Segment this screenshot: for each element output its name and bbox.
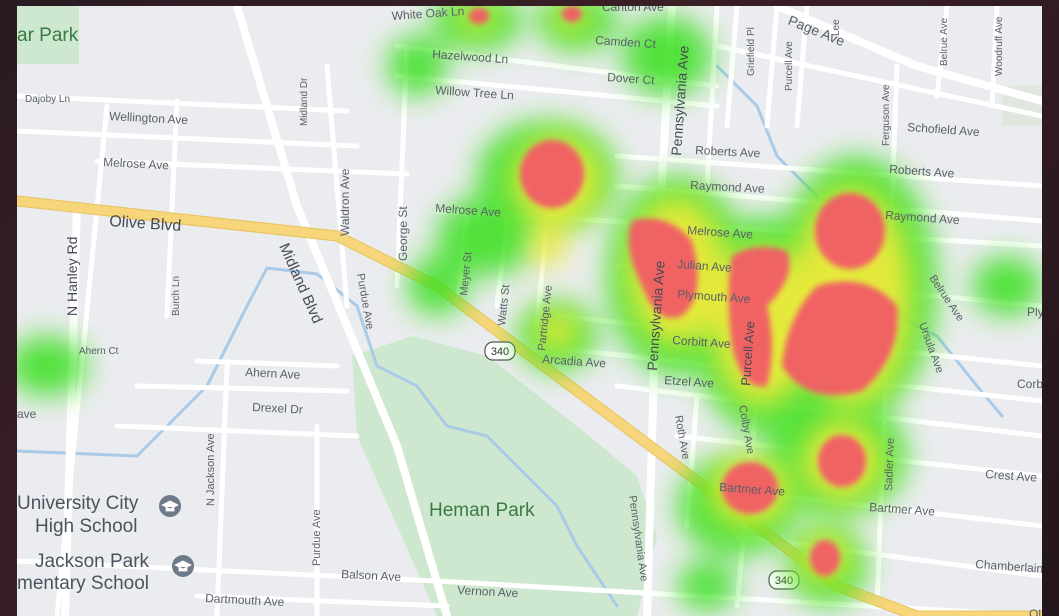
- label-melrose-ave-west: Melrose Ave: [103, 155, 170, 172]
- label-griefield-pl: Griefield Pl: [746, 27, 757, 76]
- label-george-st: George St: [396, 206, 410, 261]
- label-university-city-line2: High School: [35, 516, 137, 537]
- label-bartmer-ave-east: Bartmer Ave: [869, 500, 936, 519]
- label-watts-st: Watts St: [496, 284, 512, 326]
- label-dover-ct: Dover Ct: [607, 70, 656, 87]
- label-pennsylvania-ave-north: Pennsylvania Ave: [668, 45, 692, 156]
- label-purdue-ave-north: Purdue Ave: [354, 272, 376, 330]
- label-purcell-ave-north: Purcell Ave: [784, 41, 795, 91]
- creek-branch: [17, 449, 139, 458]
- n-hanley-rd-road: [61, 202, 81, 616]
- label-plym: Plym: [1027, 305, 1042, 319]
- label-corbitt-ave: Corbitt Ave: [672, 333, 732, 351]
- olive-blvd-road: [17, 196, 1042, 616]
- label-hazelwood-ln: Hazelwood Ln: [432, 47, 509, 66]
- label-raymond-ave-west: Raymond Ave: [690, 178, 765, 196]
- label-schofield-ave: Schofield Ave: [907, 120, 981, 139]
- label-dartmouth-ave: Dartmouth Ave: [205, 591, 285, 609]
- label-n-hanley-rd: N Hanley Rd: [64, 237, 80, 316]
- midland-blvd-road: [233, 6, 451, 616]
- page-ave-road: [773, 6, 1042, 105]
- label-jackson-park-line1: Jackson Park: [35, 551, 150, 572]
- route-340-shield: 340: [484, 341, 516, 361]
- label-ferguson-ave: Ferguson Ave: [881, 84, 892, 146]
- label-crest-ave: Crest Ave: [985, 467, 1038, 485]
- label-heman-park: Heman Park: [429, 500, 535, 521]
- poi-university-city-high-school[interactable]: University City High School: [17, 493, 181, 537]
- svg-text:340: 340: [491, 346, 509, 358]
- label-chamberlain: Chamberlain: [975, 557, 1042, 576]
- label-arcadia-ave: Arcadia Ave: [542, 352, 607, 370]
- label-sadler-ave: Sadler Ave: [883, 438, 897, 491]
- label-midland-dr: Midland Dr: [299, 77, 310, 126]
- label-ahern-ct: Ahern Ct: [79, 346, 119, 357]
- label-meyer-st: Meyer St: [458, 251, 475, 296]
- map-canvas[interactable]: 340 340: [17, 6, 1042, 616]
- label-roberts-ave-east: Roberts Ave: [889, 162, 955, 181]
- label-university-city-line1: University City: [17, 493, 139, 514]
- label-waldron-ave: Waldron Ave: [338, 168, 352, 236]
- label-dajoby-ln: Dajoby Ln: [25, 94, 70, 105]
- label-park-top-left: ar Park: [17, 25, 79, 46]
- label-plymouth-ave: Plymouth Ave: [677, 287, 751, 306]
- label-purcell-ave-south: Purcell Ave: [738, 321, 757, 387]
- label-wellington-ave: Wellington Ave: [109, 109, 189, 127]
- label-page-ave: Page Ave: [786, 12, 848, 49]
- label-willow-tree-ln: Willow Tree Ln: [435, 83, 514, 102]
- label-canton-ave: Canton Ave: [602, 6, 664, 14]
- label-jackson-park-line2: mentary School: [17, 573, 149, 594]
- label-pennsylvania-ave-mid: Pennsylvania Ave: [644, 260, 668, 371]
- label-burch-ln: Burch Ln: [171, 276, 182, 316]
- label-olive-blvd: Olive Blvd: [109, 213, 182, 235]
- label-vernon-ave: Vernon Ave: [457, 583, 519, 600]
- label-julian-ave: Julian Ave: [677, 257, 733, 275]
- label-roberts-ave-west: Roberts Ave: [695, 143, 761, 160]
- poi-jackson-park-school[interactable]: Jackson Park mentary School: [17, 551, 194, 594]
- heatmap-layer: [17, 6, 1042, 611]
- map-view[interactable]: 340 340: [17, 6, 1042, 616]
- label-melrose-ave-mid: Melrose Ave: [435, 201, 502, 220]
- label-ol: Ol: [1029, 607, 1041, 616]
- label-belrue-ave-north: Belrue Ave: [939, 17, 950, 66]
- label-drexel-dr: Drexel Dr: [252, 400, 303, 417]
- label-balson-ave: Balson Ave: [341, 567, 402, 584]
- label-corb: Corb: [1017, 377, 1042, 391]
- label-camden-ct: Camden Ct: [595, 33, 657, 51]
- label-raymond-ave-east: Raymond Ave: [885, 208, 961, 227]
- label-white-oak-ln: White Oak Ln: [391, 6, 465, 23]
- label-ahern-ave: Ahern Ave: [245, 365, 301, 382]
- label-lee: Lee: [831, 19, 842, 36]
- label-ave-left: ave: [17, 407, 37, 421]
- creek: [135, 266, 619, 608]
- label-bartmer-ave-west: Bartmer Ave: [719, 480, 786, 499]
- svg-text:340: 340: [775, 575, 793, 587]
- label-melrose-ave-east: Melrose Ave: [687, 223, 754, 242]
- label-purdue-ave-south: Purdue Ave: [311, 509, 323, 566]
- label-n-jackson-ave: N Jackson Ave: [205, 433, 217, 506]
- top-left-park-area: [17, 6, 79, 64]
- label-woodruff-ave: Woodruff Ave: [994, 16, 1005, 76]
- label-etzel-ave: Etzel Ave: [664, 373, 715, 390]
